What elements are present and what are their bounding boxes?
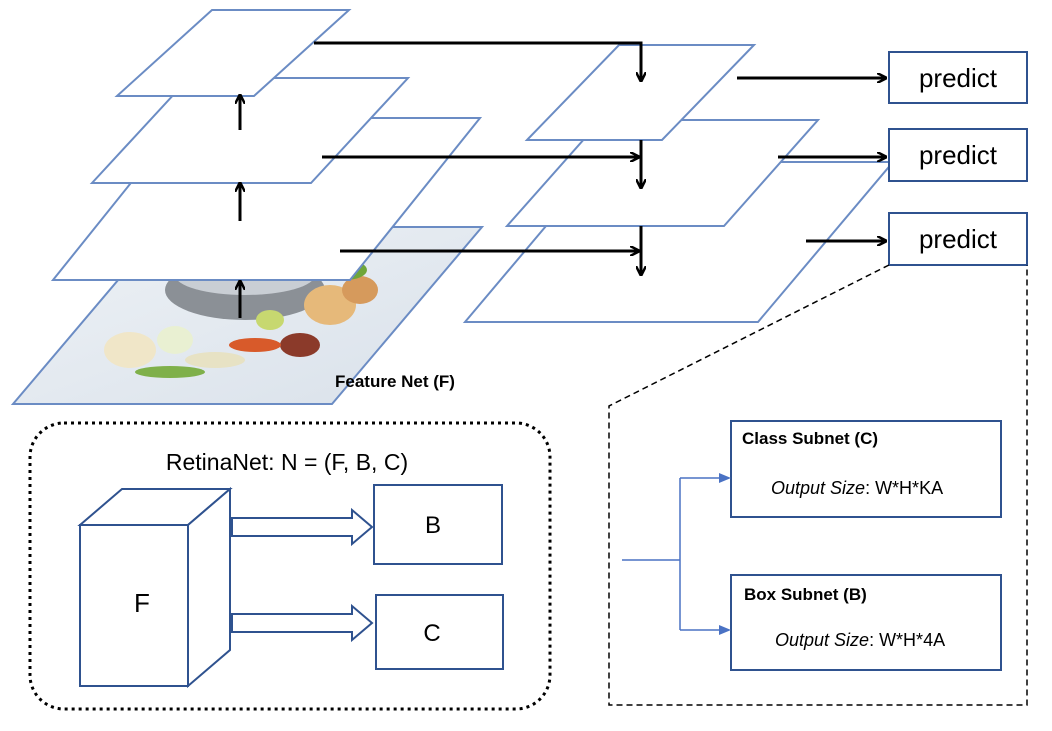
class-subnet-title: Class Subnet (C) <box>742 429 878 448</box>
predict-box-2 <box>888 128 1028 182</box>
box-b <box>373 484 503 565</box>
lateral-arrow-top <box>314 41 641 80</box>
class-output-value: : W*H*KA <box>865 478 943 498</box>
box-output-value: : W*H*4A <box>869 630 945 650</box>
retinanet-container <box>28 421 552 711</box>
class-subnet-output: Output Size: W*H*KA <box>771 478 943 498</box>
box-c <box>375 594 504 670</box>
predict-label-3: predict <box>919 224 998 254</box>
box-b-label: B <box>425 512 441 539</box>
predict-label-2: predict <box>919 140 998 170</box>
class-subnet-box <box>730 420 1002 518</box>
feature-net-label: Feature Net (F) <box>335 372 455 391</box>
zoom-callout-outline <box>608 264 1028 706</box>
hollow-arrow-to-c <box>231 603 374 643</box>
hollow-arrow-to-b <box>231 507 374 547</box>
box-subnet-title: Box Subnet (B) <box>744 585 867 604</box>
feature-cube <box>77 486 233 689</box>
box-subnet-output: Output Size: W*H*4A <box>775 630 945 650</box>
top-down-level-2 <box>504 119 821 227</box>
predict-box-1 <box>888 51 1028 104</box>
top-down-level-3 <box>524 44 757 141</box>
predict-label-1: predict <box>919 63 998 93</box>
box-c-label: C <box>423 620 440 647</box>
box-output-prefix: Output Size <box>775 630 869 650</box>
retinanet-title: RetinaNet: N = (F, B, C) <box>166 449 408 475</box>
class-output-prefix: Output Size <box>771 478 865 498</box>
predict-box-3 <box>888 212 1028 266</box>
pyramid-level-3 <box>114 9 352 97</box>
cube-label: F <box>134 588 150 618</box>
box-subnet-box <box>730 574 1002 671</box>
